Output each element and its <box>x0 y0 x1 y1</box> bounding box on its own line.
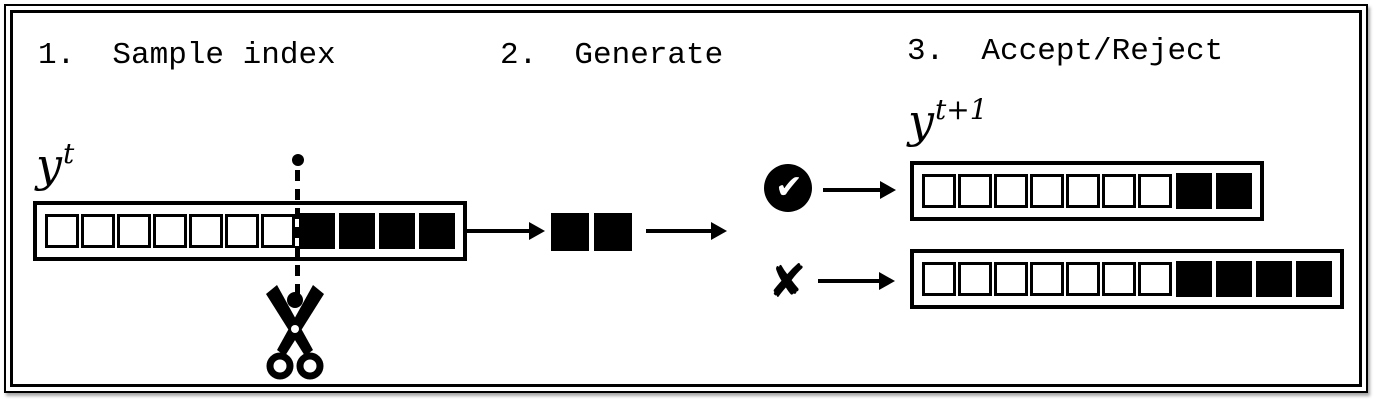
token-cell-empty <box>1102 262 1136 296</box>
token-cell-filled <box>594 213 632 251</box>
token-cell-empty <box>922 174 956 208</box>
token-cell-empty <box>153 214 187 248</box>
token-cell-empty <box>1138 174 1172 208</box>
token-cell-empty <box>225 214 259 248</box>
token-cell-empty <box>1030 174 1064 208</box>
token-cell-filled <box>339 213 375 249</box>
current-sequence-superscript: t <box>63 137 75 170</box>
token-cell-empty <box>1102 174 1136 208</box>
token-cell-filled <box>1296 261 1332 297</box>
current-sequence-base: y <box>36 138 62 192</box>
next-sequence-label: yt+1 <box>908 93 988 145</box>
token-cell-empty <box>958 174 992 208</box>
token-cell-filled <box>419 213 455 249</box>
token-cell-empty <box>1066 262 1100 296</box>
accept-check-icon: ✔ <box>764 164 812 212</box>
token-cell-filled <box>1256 261 1292 297</box>
current-sequence-box <box>33 201 467 261</box>
arrow-reject-icon <box>818 279 880 283</box>
figure-inner-frame <box>10 10 1362 387</box>
reject-cross-icon: ✘ <box>768 254 807 308</box>
token-cell-filled <box>299 213 335 249</box>
token-cell-empty <box>45 214 79 248</box>
token-cell-empty <box>1066 174 1100 208</box>
token-cell-filled <box>379 213 415 249</box>
token-cell-filled <box>1216 173 1252 209</box>
figure-outer-frame <box>4 4 1368 393</box>
accepted-sequence-box <box>910 161 1264 221</box>
arrow-accept-icon <box>823 188 881 192</box>
token-cell-filled <box>1176 173 1212 209</box>
token-cell-empty <box>994 174 1028 208</box>
token-cell-empty <box>189 214 223 248</box>
scissors-icon <box>266 285 324 380</box>
arrow-generate-to-decision-icon <box>646 229 712 233</box>
step-1-heading: 1. Sample index <box>38 38 336 73</box>
token-cell-empty <box>994 262 1028 296</box>
token-cell-empty <box>81 214 115 248</box>
token-cell-empty <box>261 214 295 248</box>
next-sequence-superscript: t+1 <box>935 93 988 126</box>
arrow-sample-to-generate-icon <box>466 229 530 233</box>
token-cell-empty <box>1138 262 1172 296</box>
next-sequence-base: y <box>908 94 934 148</box>
token-cell-filled <box>1216 261 1252 297</box>
token-cell-empty <box>117 214 151 248</box>
step-2-heading: 2. Generate <box>500 38 724 73</box>
current-sequence-label: yt <box>36 137 75 189</box>
token-cell-empty <box>922 262 956 296</box>
accept-check-glyph: ✔ <box>775 166 803 206</box>
token-cell-empty <box>958 262 992 296</box>
token-cell-empty <box>1030 262 1064 296</box>
cut-line-dashed <box>295 170 300 294</box>
generated-tokens <box>551 213 632 251</box>
rejected-sequence-box <box>910 249 1344 309</box>
cut-point-dot <box>292 154 304 166</box>
token-cell-filled <box>551 213 589 251</box>
token-cell-filled <box>1176 261 1212 297</box>
step-3-heading: 3. Accept/Reject <box>907 34 1224 69</box>
